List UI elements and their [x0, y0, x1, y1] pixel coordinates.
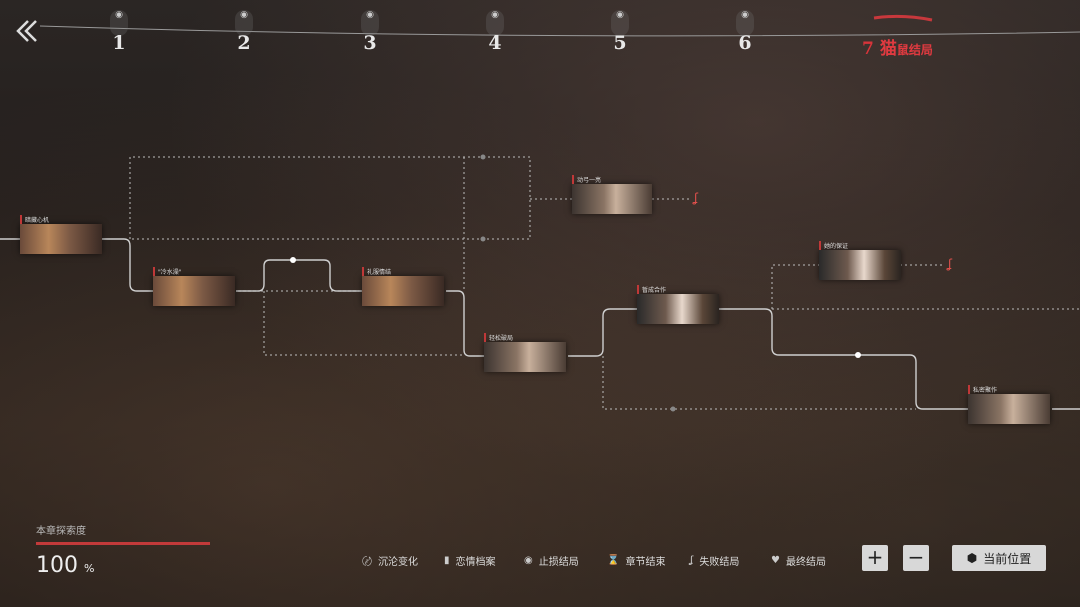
scene-label: 轻松破局 — [484, 333, 513, 342]
active-chapter-title: 猫鼠结局 — [880, 34, 933, 59]
scene-label: 暗藏心机 — [20, 215, 49, 224]
scene-label: "冷水澡" — [153, 267, 182, 276]
legend-item: ⌛ 章节结束 — [607, 553, 665, 568]
hook-icon: ʆ — [690, 555, 694, 566]
progress-bar — [36, 542, 210, 545]
locate-icon: ⬢ — [966, 551, 978, 565]
legend-label: 章节结束 — [625, 557, 666, 568]
active-chapter-number: 7 — [862, 39, 874, 59]
file-icon: ▮ — [444, 555, 450, 566]
swirl-icon: 〄 — [362, 557, 372, 568]
progress-value: 100% — [36, 553, 210, 578]
scene-node[interactable]: "冷水澡" — [153, 267, 235, 306]
eye-icon: ◉ — [235, 10, 253, 36]
legend-item: 〄沉沦变化 — [362, 553, 418, 568]
chapter-number: 2 — [237, 32, 251, 54]
active-chapter-glow — [873, 14, 933, 22]
chapter-tab-4[interactable]: ◉ 4 — [482, 10, 508, 54]
eye-icon: ◉ — [524, 555, 533, 566]
scene-node[interactable]: 她的保证 — [819, 241, 901, 280]
scene-node[interactable]: 轻松破局 — [484, 333, 566, 372]
scene-label: 动弓一亮 — [572, 175, 601, 184]
legend-label: 最终结局 — [785, 557, 826, 568]
double-chevron-left-icon — [16, 20, 37, 42]
progress-label: 本章探索度 — [36, 526, 86, 537]
legend-item: ʆ 失败结局 — [690, 553, 739, 568]
eye-icon: ◉ — [611, 10, 629, 36]
chapter-number: 5 — [613, 32, 627, 54]
scene-node[interactable]: 礼服情结 — [362, 267, 444, 306]
active-chapter-title-rest: 鼠结局 — [896, 43, 933, 57]
chapter-tab-2[interactable]: ◉ 2 — [231, 10, 257, 54]
scene-thumbnail — [572, 184, 652, 214]
chapter-tab-6[interactable]: ◉ 6 — [732, 10, 758, 54]
eye-icon: ◉ — [736, 10, 754, 36]
scene-thumbnail — [819, 250, 901, 280]
chapter-tab-3[interactable]: ◉ 3 — [357, 10, 383, 54]
eye-icon: ◉ — [361, 10, 379, 36]
fail-ending-hook-icon[interactable]: ʆ — [948, 257, 953, 271]
scene-label: 暂成合作 — [637, 285, 666, 294]
legend-label: 恋情档案 — [455, 557, 496, 568]
eye-icon: ◉ — [486, 10, 504, 36]
chapter-exploration-progress: 本章探索度 100% — [36, 522, 210, 578]
chapter-number: 6 — [738, 32, 752, 54]
scene-thumbnail — [20, 224, 102, 254]
chapter-number: 1 — [112, 32, 126, 54]
current-position-button[interactable]: ⬢ 当前位置 — [952, 545, 1046, 571]
current-position-label: 当前位置 — [983, 551, 1032, 566]
heart-icon: ♥ — [771, 555, 780, 566]
scene-thumbnail — [968, 394, 1050, 424]
legend-label: 沉沦变化 — [378, 557, 418, 568]
progress-number: 100 — [36, 553, 78, 578]
scene-thumbnail — [484, 342, 566, 372]
scene-label: 她的保证 — [819, 241, 848, 250]
zoom-out-button[interactable]: − — [903, 545, 929, 571]
legend-item: ◉ 止损结局 — [524, 553, 579, 568]
legend-item: ▮ 恋情档案 — [444, 553, 496, 568]
legend-label: 止损结局 — [538, 557, 579, 568]
back-button[interactable] — [14, 18, 40, 44]
eye-icon: ◉ — [110, 10, 128, 36]
chapter-tab-5[interactable]: ◉ 5 — [607, 10, 633, 54]
scene-node[interactable]: 暂成合作 — [637, 285, 719, 324]
scene-thumbnail — [637, 294, 719, 324]
scene-node[interactable]: 暗藏心机 — [20, 215, 102, 254]
hourglass-icon: ⌛ — [607, 555, 620, 566]
active-chapter-title-main: 猫 — [879, 39, 897, 59]
fail-ending-hook-icon[interactable]: ʆ — [694, 191, 699, 205]
chapter-tab-7-active[interactable]: 7 猫鼠结局 — [862, 34, 933, 59]
progress-unit: % — [84, 562, 95, 575]
scene-label: 私密聚作 — [968, 385, 997, 394]
chapter-number: 3 — [363, 32, 377, 54]
scene-thumbnail — [153, 276, 235, 306]
scene-node[interactable]: 动弓一亮 — [572, 175, 652, 214]
zoom-in-button[interactable]: + — [862, 545, 888, 571]
legend-label: 失败结局 — [699, 557, 740, 568]
legend-item: ♥ 最终结局 — [771, 553, 826, 568]
chapter-tab-1[interactable]: ◉ 1 — [106, 10, 132, 54]
chapter-number: 4 — [488, 32, 502, 54]
scene-node[interactable]: 私密聚作 — [968, 385, 1050, 424]
scene-thumbnail — [362, 276, 444, 306]
scene-label: 礼服情结 — [362, 267, 391, 276]
